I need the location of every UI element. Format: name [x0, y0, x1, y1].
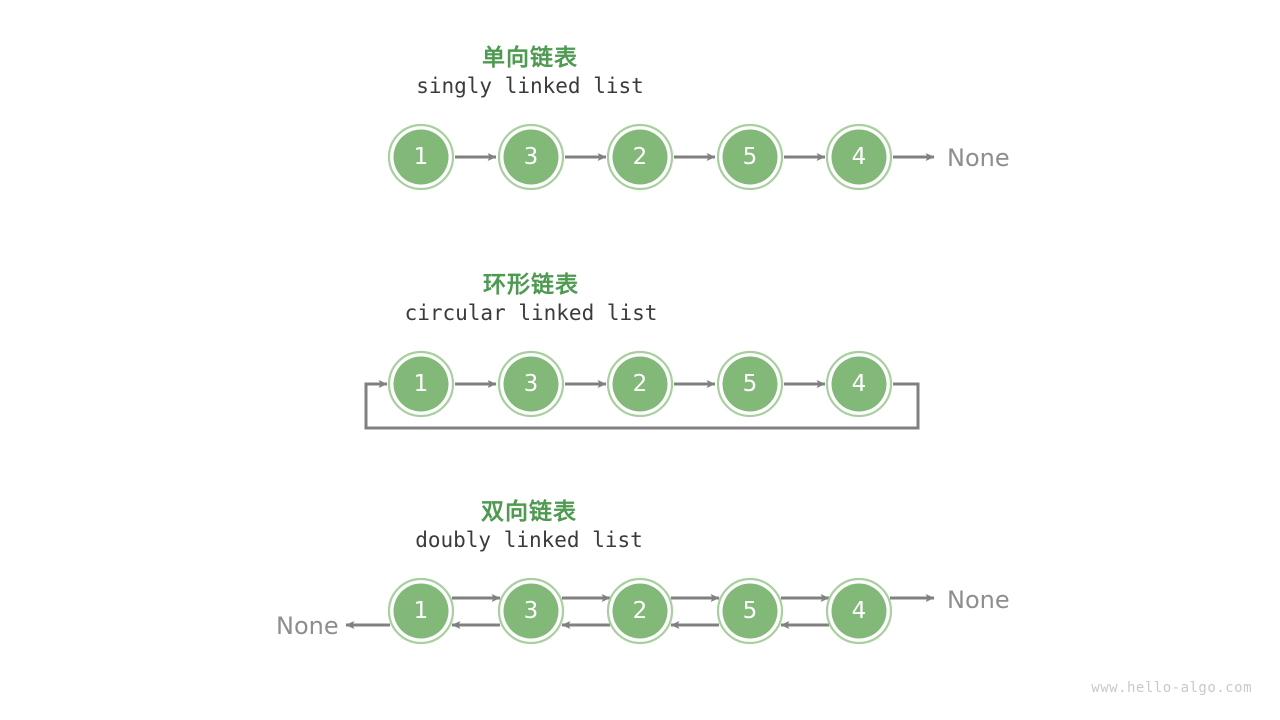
- none-label-doubly-tail: None: [947, 586, 1010, 614]
- list-node: 1: [387, 123, 455, 191]
- list-node: 3: [497, 577, 565, 645]
- node-disk: [831, 356, 887, 412]
- node-outer-ring: [716, 123, 784, 191]
- doubly-list-links: [345, 594, 935, 629]
- node-value: 4: [852, 598, 867, 624]
- list-node: 5: [716, 577, 784, 645]
- circular-list-links: [364, 380, 920, 430]
- node-value: 1: [414, 371, 429, 397]
- section-title-singly-en: singly linked list: [416, 74, 644, 98]
- section-title-doubly-cn: 双向链表: [481, 499, 577, 525]
- list-node: 1: [387, 577, 455, 645]
- node-value: 3: [524, 144, 539, 170]
- list-node: 4: [825, 123, 893, 191]
- node-outer-ring: [825, 577, 893, 645]
- node-value: 5: [743, 144, 758, 170]
- node-outer-ring: [497, 350, 565, 418]
- list-node: 4: [825, 577, 893, 645]
- list-node: 5: [716, 123, 784, 191]
- list-node: 4: [825, 350, 893, 418]
- node-outer-ring: [716, 577, 784, 645]
- list-node: 2: [606, 350, 674, 418]
- node-value: 2: [633, 371, 648, 397]
- node-disk: [503, 129, 559, 185]
- doubly-list-nodes: 1 3 2 5 4: [387, 577, 893, 645]
- node-disk: [722, 583, 778, 639]
- node-value: 3: [524, 371, 539, 397]
- node-value: 3: [524, 598, 539, 624]
- node-outer-ring: [387, 577, 455, 645]
- node-disk: [831, 583, 887, 639]
- node-value: 4: [852, 144, 867, 170]
- node-outer-ring: [825, 123, 893, 191]
- list-node: 5: [716, 350, 784, 418]
- node-outer-ring: [497, 123, 565, 191]
- node-disk: [612, 129, 668, 185]
- node-disk: [612, 356, 668, 412]
- singly-list-nodes: 1 3 2 5 4: [387, 123, 893, 191]
- node-value: 2: [633, 144, 648, 170]
- list-node: 2: [606, 123, 674, 191]
- section-title-circular-en: circular linked list: [404, 301, 658, 325]
- arrow-loop-back: [364, 380, 920, 430]
- node-value: 5: [743, 598, 758, 624]
- list-node: 3: [497, 123, 565, 191]
- section-title-singly-cn: 单向链表: [482, 45, 578, 71]
- section-title-circular-cn: 环形链表: [483, 272, 579, 298]
- node-outer-ring: [606, 577, 674, 645]
- node-disk: [393, 129, 449, 185]
- node-disk: [503, 583, 559, 639]
- node-value: 2: [633, 598, 648, 624]
- node-outer-ring: [606, 350, 674, 418]
- list-node: 2: [606, 577, 674, 645]
- watermark: www.hello-algo.com: [1091, 680, 1252, 696]
- node-outer-ring: [606, 123, 674, 191]
- node-disk: [722, 356, 778, 412]
- node-outer-ring: [387, 123, 455, 191]
- node-disk: [722, 129, 778, 185]
- node-outer-ring: [497, 577, 565, 645]
- section-title-doubly-en: doubly linked list: [415, 528, 643, 552]
- list-node: 3: [497, 350, 565, 418]
- node-value: 1: [414, 598, 429, 624]
- node-outer-ring: [716, 350, 784, 418]
- node-disk: [831, 129, 887, 185]
- circular-list-nodes: 1 3 2 5 4: [387, 350, 893, 418]
- node-disk: [393, 356, 449, 412]
- node-value: 1: [414, 144, 429, 170]
- node-disk: [612, 583, 668, 639]
- list-node: 1: [387, 350, 455, 418]
- node-value: 5: [743, 371, 758, 397]
- node-outer-ring: [825, 350, 893, 418]
- node-value: 4: [852, 371, 867, 397]
- node-disk: [503, 356, 559, 412]
- none-label-doubly-head: None: [276, 612, 339, 640]
- node-outer-ring: [387, 350, 455, 418]
- none-label-singly-tail: None: [947, 144, 1010, 172]
- node-disk: [393, 583, 449, 639]
